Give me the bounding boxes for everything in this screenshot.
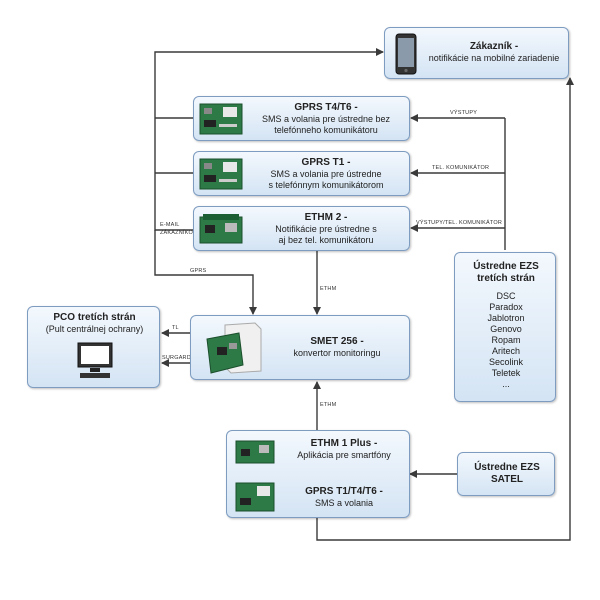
circuit-board-icon [206,322,262,374]
gprs-t4t6-title: GPRS T4/T6 - [294,102,358,113]
email-line [154,48,384,231]
gprs-line [154,230,257,315]
circuit-board-icon [235,440,275,464]
gprs-t4t6-line2: telefónneho komunikátoru [274,125,378,135]
customer-text: notifikácie na mobilné zariadenie [428,53,560,63]
ethm2-title: ETHM 2 - [304,212,348,223]
smet-text: konvertor monitoringu [293,348,381,358]
ethm2-line1: Notifikácie pre ústredne s [275,224,377,234]
third-party-title-1: Ústredne EZS [473,261,539,272]
list-item: Teletek [491,368,521,378]
list-item: Genovo [490,324,522,334]
circuit-board-icon [199,103,243,135]
ethm1-text: Aplikácia pre smartfóny [297,450,391,460]
smartphone-icon [395,33,417,75]
pco-text: (Pult centrálnej ochrany) [45,324,144,334]
label-email: E-MAIL [160,222,180,228]
label-tl: TL [172,325,179,331]
label-gprs: GPRS [190,268,207,274]
ethm2-line2: aj bez tel. komunikátoru [278,235,374,245]
customer-title: Zákazník - [469,41,519,52]
ethm2-node: ETHM 2 - Notifikácie pre ústredne s aj b… [193,206,410,251]
label-surgard: SURGARD [162,355,191,361]
label-zakaznikovi: ZÁKAZNÍKOVI [160,230,199,236]
label-tel-komunikator: TEL. KOMUNIKÁTOR [432,165,490,171]
circuit-board-icon [235,482,275,512]
gprs-t1t4t6-text: SMS a volania [314,498,374,508]
list-item: Secolink [488,357,524,367]
list-item: Jablotron [487,313,525,323]
customer-node: Zákazník - notifikácie na mobilné zariad… [384,27,569,79]
gprs-t1-node: GPRS T1 - SMS a volania pre ústredne s t… [193,151,410,196]
pco-node: PCO tretích strán (Pult centrálnej ochra… [27,306,160,388]
list-item: DSC [496,291,516,301]
satel-title-1: Ústredne EZS [474,462,540,473]
ethm1-gprs-group: ETHM 1 Plus - Aplikácia pre smartfóny GP… [226,430,410,518]
smet-title: SMET 256 - [310,336,364,347]
ethm1-title: ETHM 1 Plus - [310,438,378,449]
gprs-t1-line1: SMS a volania pre ústredne [270,169,382,179]
gprs-t4t6-line1: SMS a volania pre ústredne bez [261,114,391,124]
third-party-node: Ústredne EZS tretích strán DSC Paradox J… [454,252,556,402]
gprs-t1t4t6-title: GPRS T1/T4/T6 - [305,486,383,497]
gprs-t1-line2: s telefónnym komunikátorom [268,180,384,190]
pco-title: PCO tretích strán [53,312,136,323]
label-ethm-bottom: ETHM [320,402,337,408]
circuit-board-icon [199,158,243,190]
smet-node: SMET 256 - konvertor monitoringu [190,315,410,380]
list-item: Paradox [489,302,523,312]
list-item: Ropam [491,335,521,345]
gprs-t4t6-node: GPRS T4/T6 - SMS a volania pre ústredne … [193,96,410,141]
satel-title-2: SATEL [490,474,524,485]
gprs-t1-title: GPRS T1 - [301,157,351,168]
third-party-title-2: tretích strán [477,273,535,284]
label-ethm-top: ETHM [320,286,337,292]
customer-loop-line [316,77,574,541]
label-vystupy: VÝSTUPY [450,110,478,116]
list-item: ... [502,379,510,389]
list-item: Aritech [491,346,520,356]
circuit-board-icon [199,214,243,244]
computer-icon [77,342,113,378]
satel-node: Ústredne EZS SATEL [457,452,555,496]
label-vystupy-tel: VÝSTUPY/TEL. KOMUNIKÁTOR [416,220,502,226]
